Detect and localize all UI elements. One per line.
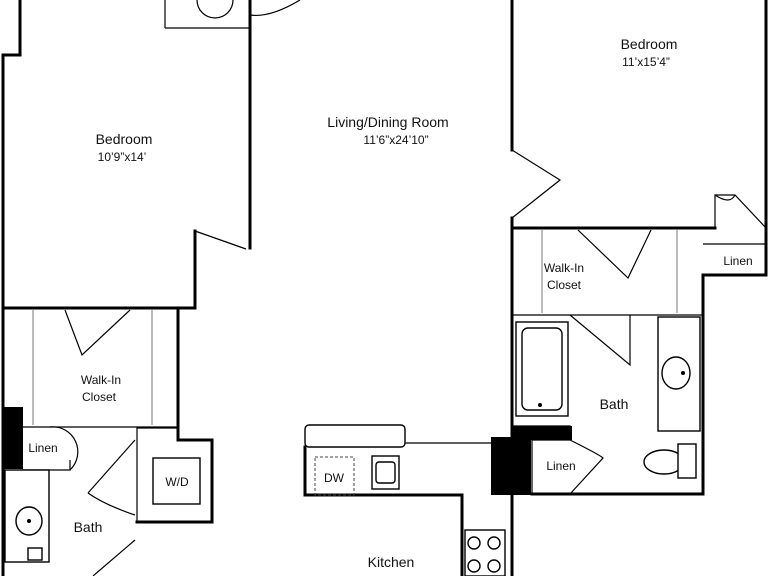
linen-top-right-label: Linen: [723, 254, 752, 268]
right-bedroom-walls: [510, 0, 768, 496]
bedroom-right-name: Bedroom: [621, 36, 678, 52]
bath-right-label: Bath: [600, 396, 629, 412]
bedroom-left-name: Bedroom: [96, 131, 153, 147]
left-bedroom-walls: [1, 0, 301, 310]
walkin-right-line1: Walk-In: [544, 261, 584, 275]
living-dining-dimensions: 11’6”x24’10”: [363, 133, 428, 147]
walkin-left-line1: Walk-In: [81, 373, 121, 387]
walkin-right-line2: Closet: [547, 278, 582, 292]
bath-left-label: Bath: [74, 519, 103, 535]
dishwasher-label: DW: [324, 471, 345, 485]
bedroom-left-dimensions: 10’9”x14’: [98, 150, 147, 164]
right-closet-bath-walls: [491, 226, 705, 496]
kitchen-walls: [303, 424, 514, 576]
walkin-left-line2: Closet: [82, 390, 117, 404]
kitchen-label: Kitchen: [368, 554, 415, 570]
bedroom-right-dimensions: 11’x15’4”: [622, 55, 670, 69]
linen-left-label: Linen: [28, 441, 57, 455]
left-closet-bath-walls: [1, 306, 214, 576]
living-walls: [510, 0, 562, 230]
linen-right-label: Linen: [546, 459, 575, 473]
living-dining-name: Living/Dining Room: [327, 114, 448, 130]
washer-dryer-label: W/D: [165, 475, 189, 489]
